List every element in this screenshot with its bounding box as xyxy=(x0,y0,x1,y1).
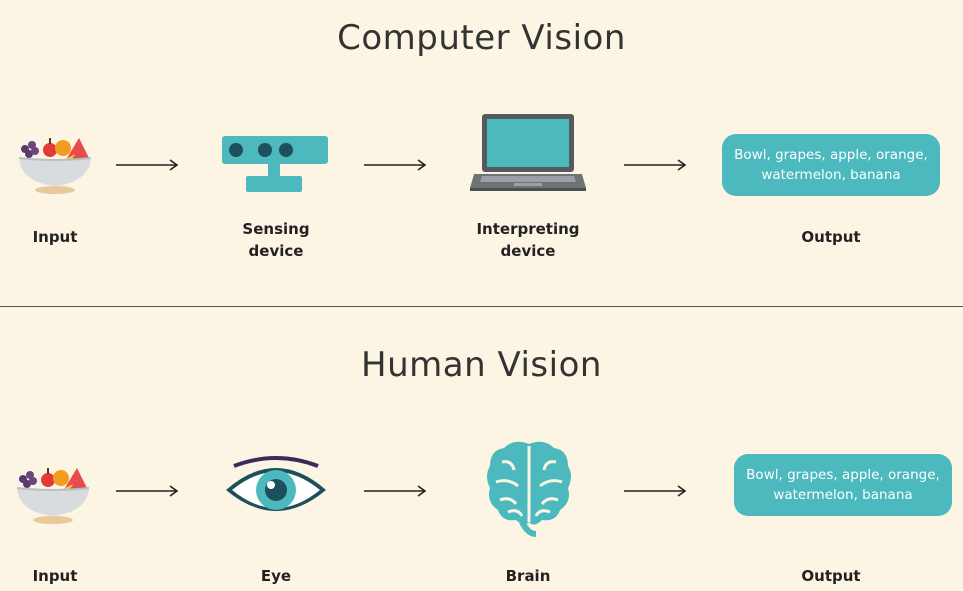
arrow-icon xyxy=(116,159,179,171)
hv-eye-label: Eye xyxy=(260,567,292,585)
arrow-icon xyxy=(364,485,427,497)
laptop-icon xyxy=(470,114,586,191)
fruit-bowl-icon xyxy=(18,138,92,194)
section-divider xyxy=(0,306,963,307)
hv-input-label: Input xyxy=(32,567,78,585)
arrow-icon xyxy=(624,485,687,497)
arrow-icon xyxy=(624,159,687,171)
cv-sensing-device-label: Sensing device xyxy=(242,220,310,260)
arrow-icon xyxy=(116,485,179,497)
eye-icon xyxy=(226,456,326,511)
human-vision-title: Human Vision xyxy=(361,345,602,385)
cv-output-box: Bowl, grapes, apple, orange, watermelon,… xyxy=(722,134,940,196)
hv-brain-label: Brain xyxy=(505,567,551,585)
computer-vision-title: Computer Vision xyxy=(337,18,626,58)
cv-input-label: Input xyxy=(32,228,78,246)
hv-output-label: Output xyxy=(801,567,861,585)
brain-icon xyxy=(487,441,571,537)
cv-output-label: Output xyxy=(801,228,861,246)
depth-camera-icon xyxy=(222,136,328,192)
fruit-bowl-icon xyxy=(16,468,90,524)
arrow-icon xyxy=(364,159,427,171)
cv-interpreting-device-label: Interpreting device xyxy=(476,220,580,260)
hv-output-box: Bowl, grapes, apple, orange, watermelon,… xyxy=(734,454,952,516)
